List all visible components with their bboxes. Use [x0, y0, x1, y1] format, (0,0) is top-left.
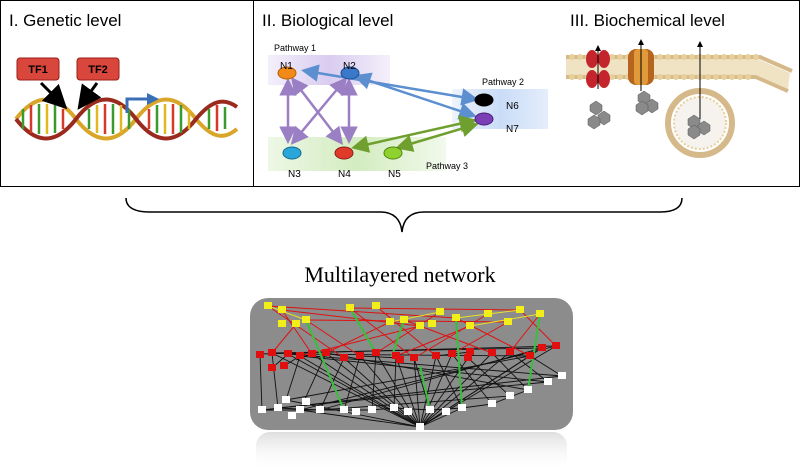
pathway-diagram: Pathway 1 Pathway 2 Pathway 3 N1 N2 N3: [268, 43, 548, 180]
node-n3: [282, 146, 302, 160]
biological-level-panel: II. Biological level Pathway 1 Pathway 2…: [253, 0, 561, 187]
channel-protein-red: [586, 45, 610, 89]
yellow-nodes: [264, 302, 544, 329]
edge-n5-n7: [395, 120, 479, 152]
vesicle: [665, 41, 735, 158]
network-reflection: [256, 432, 567, 472]
node-n4-label: N4: [338, 169, 351, 180]
pathway3-label: Pathway 3: [426, 161, 468, 171]
node-n2-label: N2: [343, 61, 356, 72]
biological-level-title: II. Biological level: [262, 11, 394, 30]
dna-helix: [14, 97, 239, 141]
molecule-cluster-left: [587, 100, 611, 130]
biochemical-level-title: III. Biochemical level: [570, 11, 725, 30]
red-nodes: [256, 342, 560, 371]
biochemical-level-panel: III. Biochemical level: [560, 0, 800, 187]
tf1-arrow: [39, 81, 68, 110]
channel-protein-orange: [628, 39, 654, 91]
multilayered-network: [250, 298, 573, 472]
node-n6-label: N6: [506, 101, 519, 112]
node-n3-label: N3: [288, 169, 301, 180]
tf1-box: [16, 57, 60, 81]
node-n5-label: N5: [388, 169, 401, 180]
edge-n2-n7: [353, 72, 477, 120]
node-n1: [277, 66, 297, 80]
pathway2-label: Pathway 2: [482, 77, 524, 87]
genetic-level-panel: I. Genetic level: [0, 0, 254, 187]
node-n6: [474, 93, 494, 107]
genetic-level-title: I. Genetic level: [9, 11, 122, 30]
tf2-arrow: [77, 82, 102, 110]
curly-brace: [125, 197, 683, 233]
tf2-label: TF2: [88, 64, 108, 76]
node-n7-label: N7: [506, 124, 519, 135]
multilayered-network-title: Multilayered network: [304, 262, 496, 287]
white-nodes: [258, 372, 566, 430]
node-n7: [474, 112, 494, 126]
dna-diagram: TF1 TF2: [14, 57, 239, 141]
tf2-box: [76, 57, 120, 81]
node-n1-label: N1: [280, 61, 293, 72]
node-n4: [334, 146, 354, 160]
membrane-diagram: [566, 39, 793, 158]
node-n5: [383, 146, 403, 160]
transcription-start-arrow: [125, 97, 149, 113]
tf1-label: TF1: [28, 64, 48, 76]
node-n2: [340, 66, 360, 80]
pathway1-label: Pathway 1: [274, 43, 316, 53]
molecule-cluster-mid: [635, 90, 659, 116]
